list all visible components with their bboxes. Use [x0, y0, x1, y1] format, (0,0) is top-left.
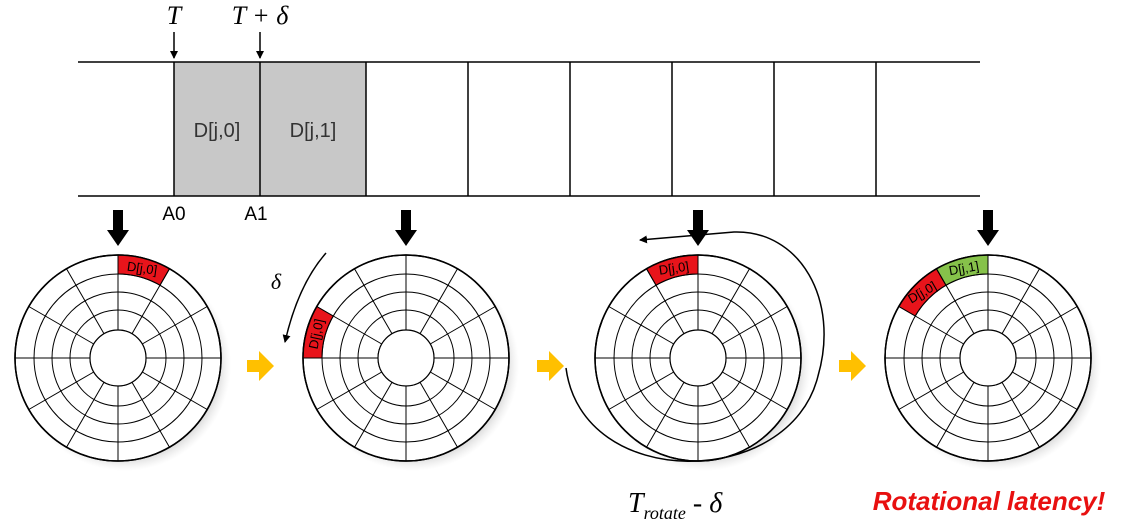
- disk-spoke: [354, 381, 393, 448]
- disk-spoke: [711, 268, 750, 335]
- disk-track: [631, 291, 765, 425]
- disk-1: D[j,0]: [14, 210, 231, 471]
- disk-rim: [302, 254, 510, 462]
- disk-spindle: [89, 329, 147, 387]
- disk-3: D[j,0]: [594, 210, 811, 471]
- disk-spoke: [898, 306, 965, 345]
- read-head-arrow: [395, 210, 417, 246]
- disk-spindle: [959, 329, 1017, 387]
- disk-spoke: [1001, 381, 1040, 448]
- disk-spoke: [28, 371, 95, 410]
- disk-spindle: [377, 329, 435, 387]
- disk-spoke: [131, 268, 170, 335]
- disk-rim: [14, 254, 222, 462]
- disk-track: [69, 309, 167, 407]
- disks: D[j,0] D[j,0] D[j,0] D[j,0]D[j,1]: [14, 210, 1101, 471]
- step-arrow-2: [537, 351, 564, 381]
- disk-spoke: [316, 306, 383, 345]
- time-label-delta: T + δ: [232, 1, 290, 30]
- disk-spoke: [608, 371, 675, 410]
- disk-sector-label: D[j,0]: [306, 318, 327, 351]
- disk-spoke: [721, 371, 788, 410]
- timeline-slot-0: [174, 62, 260, 196]
- disk-spoke: [1001, 268, 1040, 335]
- disk-spoke: [316, 371, 383, 410]
- disk-spoke: [131, 381, 170, 448]
- read-head-arrow: [687, 210, 709, 246]
- disk-spoke: [608, 306, 675, 345]
- disk-2: D[j,0]: [302, 210, 519, 471]
- disk-sector-label: D[j,0]: [126, 259, 158, 278]
- disk-spoke: [646, 268, 685, 335]
- disk-track: [339, 291, 473, 425]
- disk-spoke: [898, 371, 965, 410]
- disk-spoke: [711, 381, 750, 448]
- disk-track: [357, 309, 455, 407]
- rotate-label: Trotate - δ: [628, 488, 723, 523]
- disk-spoke: [429, 306, 496, 345]
- disk-rim: [884, 254, 1092, 462]
- disk-track: [921, 291, 1055, 425]
- time-label-start: T: [167, 1, 183, 30]
- disk-spoke: [1011, 306, 1078, 345]
- disk-spoke: [354, 268, 393, 335]
- slot-label-0: D[j,0]: [194, 120, 241, 142]
- disk-track: [903, 273, 1073, 443]
- disk-spoke: [721, 306, 788, 345]
- disk-spoke: [646, 381, 685, 448]
- step-arrow-1: [247, 351, 274, 381]
- disk-spoke: [28, 306, 95, 345]
- disk-spindle: [669, 329, 727, 387]
- delta-label: δ: [271, 269, 282, 294]
- read-head-arrow: [977, 210, 999, 246]
- disk-spoke: [66, 381, 105, 448]
- disk-spoke: [936, 268, 975, 335]
- disk-spoke: [936, 381, 975, 448]
- disk-track: [51, 291, 185, 425]
- disk-track: [321, 273, 491, 443]
- timeline-dividers: [173, 62, 877, 196]
- addr-label-a1: A1: [244, 204, 267, 225]
- latency-label: Rotational latency!: [873, 486, 1106, 516]
- rotate-path-arrow: [565, 231, 825, 462]
- disk-track: [649, 309, 747, 407]
- slot-label-1: D[j,1]: [290, 120, 337, 142]
- disk-spoke: [141, 306, 208, 345]
- disk-spoke: [1011, 371, 1078, 410]
- disk-track: [939, 309, 1037, 407]
- read-head-arrow: [107, 210, 129, 246]
- addr-label-a0: A0: [162, 204, 185, 225]
- disk-sector-label: D[j,0]: [658, 259, 690, 278]
- rotation-annotations: δ Trotate - δ Rotational latency!: [271, 231, 1106, 523]
- disk-track: [613, 273, 783, 443]
- disk-spoke: [419, 381, 458, 448]
- step-arrows: [247, 351, 866, 381]
- disk-sector-label: D[j,1]: [948, 258, 980, 278]
- disk-spoke: [419, 268, 458, 335]
- disk-spoke: [66, 268, 105, 335]
- step-arrow-3: [839, 351, 866, 381]
- disk-spoke: [429, 371, 496, 410]
- disk-4: D[j,0]D[j,1]: [884, 210, 1101, 471]
- timeline-slot-1: [260, 62, 366, 196]
- timeline: D[j,0] D[j,1] A0 A1 T T + δ: [78, 1, 980, 225]
- disk-spoke: [141, 371, 208, 410]
- disk-track: [33, 273, 203, 443]
- delta-rotation-arrow: [282, 252, 327, 343]
